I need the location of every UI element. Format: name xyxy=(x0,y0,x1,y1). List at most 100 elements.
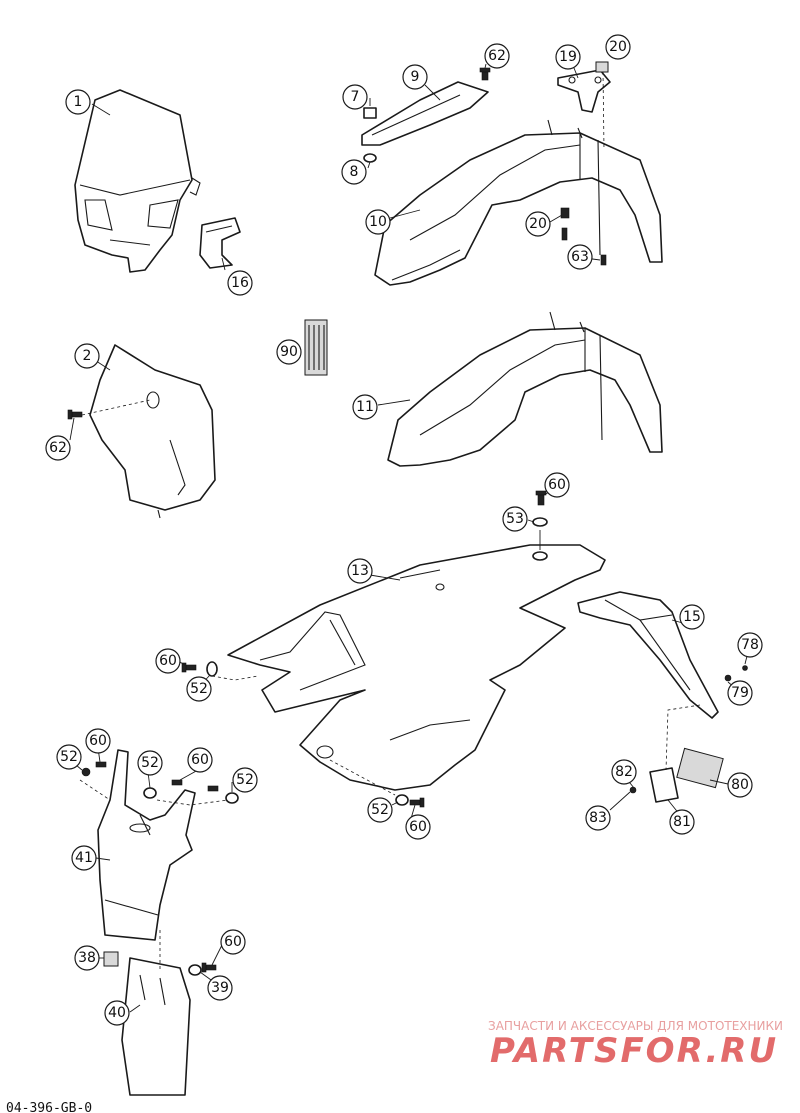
callout: 38 xyxy=(74,945,100,971)
svg-text:16: 16 xyxy=(231,275,249,291)
fender-mount-part xyxy=(557,69,611,113)
front-fender-part xyxy=(374,119,663,286)
svg-text:39: 39 xyxy=(211,980,229,996)
svg-text:82: 82 xyxy=(615,764,633,780)
number-plate-part xyxy=(89,344,216,519)
svg-text:2: 2 xyxy=(83,348,92,364)
svg-text:63: 63 xyxy=(571,249,589,265)
svg-text:62: 62 xyxy=(49,440,67,456)
callout: 52 xyxy=(367,797,393,823)
svg-text:60: 60 xyxy=(159,653,177,669)
svg-text:80: 80 xyxy=(731,777,749,793)
svg-text:20: 20 xyxy=(609,39,627,55)
callout: 41 xyxy=(71,845,97,871)
fender-brace-part xyxy=(361,81,489,146)
grommet-part xyxy=(363,107,377,119)
callout: 1 xyxy=(65,89,91,115)
callout: 19 xyxy=(555,44,581,70)
watermark-tagline: ЗАПЧАСТИ И АКСЕССУАРЫ ДЛЯ МОТОТЕХНИКИ xyxy=(488,1019,783,1033)
svg-text:52: 52 xyxy=(190,681,208,697)
license-plate-holder-part xyxy=(577,591,719,719)
callout: 11 xyxy=(352,394,378,420)
callout: 63 xyxy=(567,244,593,270)
svg-text:38: 38 xyxy=(78,950,96,966)
callout: 39 xyxy=(207,975,233,1001)
callout: 60 xyxy=(187,747,213,773)
svg-text:60: 60 xyxy=(191,752,209,768)
callout: 15 xyxy=(679,604,705,630)
svg-text:15: 15 xyxy=(683,609,701,625)
callout: 7 xyxy=(342,84,368,110)
svg-text:40: 40 xyxy=(108,1005,126,1021)
callout: 2 xyxy=(74,343,100,369)
washer-part xyxy=(363,153,377,163)
svg-text:10: 10 xyxy=(369,214,387,230)
callout: 60 xyxy=(155,648,181,674)
svg-text:62: 62 xyxy=(488,48,506,64)
svg-text:60: 60 xyxy=(224,934,242,950)
callout: 52 xyxy=(137,750,163,776)
callout: 80 xyxy=(727,772,753,798)
callout: 82 xyxy=(611,759,637,785)
callout: 90 xyxy=(276,339,302,365)
svg-text:8: 8 xyxy=(350,164,359,180)
decal-part xyxy=(304,319,328,376)
callout: 20 xyxy=(605,34,631,60)
svg-text:13: 13 xyxy=(351,563,369,579)
callout: 83 xyxy=(585,805,611,831)
svg-text:52: 52 xyxy=(141,755,159,771)
watermark: ЗАПЧАСТИ И АКСЕССУАРЫ ДЛЯ МОТОТЕХНИКИ PA… xyxy=(488,1019,783,1071)
headlight-mask-part xyxy=(74,89,201,273)
watermark-logo: PARTSFOR.RU xyxy=(490,1031,778,1071)
callout: 60 xyxy=(405,814,431,840)
svg-text:60: 60 xyxy=(409,819,427,835)
callout: 9 xyxy=(402,64,428,90)
svg-text:60: 60 xyxy=(548,477,566,493)
svg-text:19: 19 xyxy=(559,49,577,65)
reflector-bracket-part xyxy=(649,767,679,803)
svg-text:52: 52 xyxy=(60,749,78,765)
callout: 52 xyxy=(186,676,212,702)
svg-text:41: 41 xyxy=(75,850,93,866)
callout: 10 xyxy=(365,209,391,235)
svg-text:60: 60 xyxy=(89,733,107,749)
spacer-part xyxy=(595,61,609,73)
callout: 16 xyxy=(227,270,253,296)
svg-text:81: 81 xyxy=(673,814,691,830)
callout: 81 xyxy=(669,809,695,835)
headlight-bracket-part xyxy=(199,217,241,269)
callout: 60 xyxy=(544,472,570,498)
bolt-set xyxy=(67,67,748,976)
svg-text:78: 78 xyxy=(741,637,759,653)
svg-text:9: 9 xyxy=(411,69,420,85)
callout: 8 xyxy=(341,159,367,185)
front-fender-alt-part xyxy=(387,311,663,467)
figure-code: 04-396-GB-0 xyxy=(6,1101,92,1113)
callout: 52 xyxy=(56,744,82,770)
svg-text:1: 1 xyxy=(74,94,83,110)
svg-text:53: 53 xyxy=(506,511,524,527)
callout: 62 xyxy=(484,43,510,69)
callout: 40 xyxy=(104,1000,130,1026)
callout-group: 1 16 2 62 90 7 8 9 62 19 20 10 20 63 11 … xyxy=(45,34,763,1026)
callout: 20 xyxy=(525,211,551,237)
callout: 79 xyxy=(727,680,753,706)
callout: 53 xyxy=(502,506,528,532)
callout: 62 xyxy=(45,435,71,461)
svg-text:52: 52 xyxy=(236,772,254,788)
callout: 52 xyxy=(232,767,258,793)
svg-text:52: 52 xyxy=(371,802,389,818)
callout: 60 xyxy=(85,728,111,754)
callout: 60 xyxy=(220,929,246,955)
svg-text:11: 11 xyxy=(356,399,374,415)
svg-text:83: 83 xyxy=(589,810,607,826)
callout: 13 xyxy=(347,558,373,584)
mudflap-part xyxy=(121,957,191,1096)
clip-part xyxy=(103,951,119,967)
svg-text:79: 79 xyxy=(731,685,749,701)
reflector-part xyxy=(676,747,724,789)
rear-fender-part xyxy=(97,749,196,941)
svg-text:90: 90 xyxy=(280,344,298,360)
callout: 78 xyxy=(737,632,763,658)
